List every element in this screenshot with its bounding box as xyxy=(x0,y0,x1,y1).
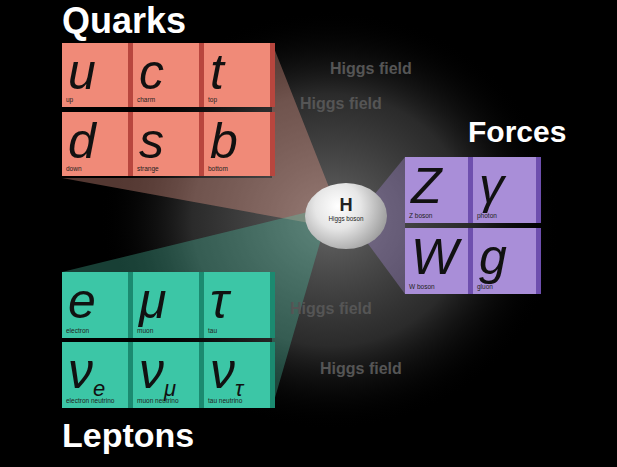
particle-symbol: u xyxy=(68,45,96,99)
field-watermark: Higgs field xyxy=(300,95,382,113)
particle-box: bbottom xyxy=(204,112,270,176)
particle-name: gluon xyxy=(477,283,493,291)
particle-box: ttop xyxy=(204,43,270,107)
particle-symbol: H xyxy=(305,183,387,215)
particle-box: uup xyxy=(62,43,128,107)
particle-box: ccharm xyxy=(133,43,199,107)
particle-name: charm xyxy=(137,96,155,104)
particle-box: τtau xyxy=(204,272,270,338)
lepton-cone xyxy=(62,210,326,408)
particle-box: μmuon xyxy=(133,272,199,338)
particle-box: ντtau neutrino xyxy=(204,342,270,408)
field-watermark: Higgs field xyxy=(330,60,412,78)
particle-symbol: γ xyxy=(479,159,504,213)
particle-box: γphoton xyxy=(473,157,536,223)
group-title: Forces xyxy=(468,114,566,149)
particle-box: sstrange xyxy=(133,112,199,176)
particle-name: top xyxy=(208,96,217,104)
particle-symbol: τ xyxy=(210,274,229,328)
higgs-field-cloud xyxy=(100,10,560,430)
particle-symbol: W xyxy=(411,230,458,284)
particle-box: ZZ boson xyxy=(405,157,468,223)
particle-name: Higgs boson xyxy=(305,215,387,223)
field-watermark: Higgs field xyxy=(320,360,402,378)
particle-box: ddown xyxy=(62,112,128,176)
particle-symbol: g xyxy=(479,230,507,284)
particle-symbol: d xyxy=(68,114,96,168)
particle-name: electron xyxy=(66,327,89,335)
particle-symbol: s xyxy=(139,114,164,168)
particle-symbol: μ xyxy=(139,274,166,328)
higgs-sphere: HHiggs boson xyxy=(305,183,387,249)
particle-name: electron neutrino xyxy=(66,397,114,405)
particle-symbol: Z xyxy=(411,159,442,213)
particle-name: photon xyxy=(477,212,497,220)
particle-box: WW boson xyxy=(405,228,468,294)
group-title: Leptons xyxy=(62,416,194,455)
particle-name: tau xyxy=(208,327,217,335)
particle-name: muon xyxy=(137,327,153,335)
particle-name: muon neutrino xyxy=(137,397,179,405)
particle-box: νμmuon neutrino xyxy=(133,342,199,408)
quark-cone xyxy=(62,43,336,226)
particle-name: up xyxy=(66,96,73,104)
particle-name: strange xyxy=(137,165,159,173)
particle-name: Z boson xyxy=(409,212,433,220)
particle-box: ggluon xyxy=(473,228,536,294)
particle-name: W boson xyxy=(409,283,435,291)
particle-symbol: t xyxy=(210,45,224,99)
particle-box: νeelectron neutrino xyxy=(62,342,128,408)
particle-name: tau neutrino xyxy=(208,397,242,405)
particle-symbol: c xyxy=(139,45,164,99)
particle-symbol: b xyxy=(210,114,238,168)
field-watermark: Higgs field xyxy=(290,300,372,318)
particle-symbol: e xyxy=(68,274,96,328)
particle-box: eelectron xyxy=(62,272,128,338)
particle-name: down xyxy=(66,165,82,173)
group-title: Quarks xyxy=(62,0,186,41)
particle-name: bottom xyxy=(208,165,228,173)
